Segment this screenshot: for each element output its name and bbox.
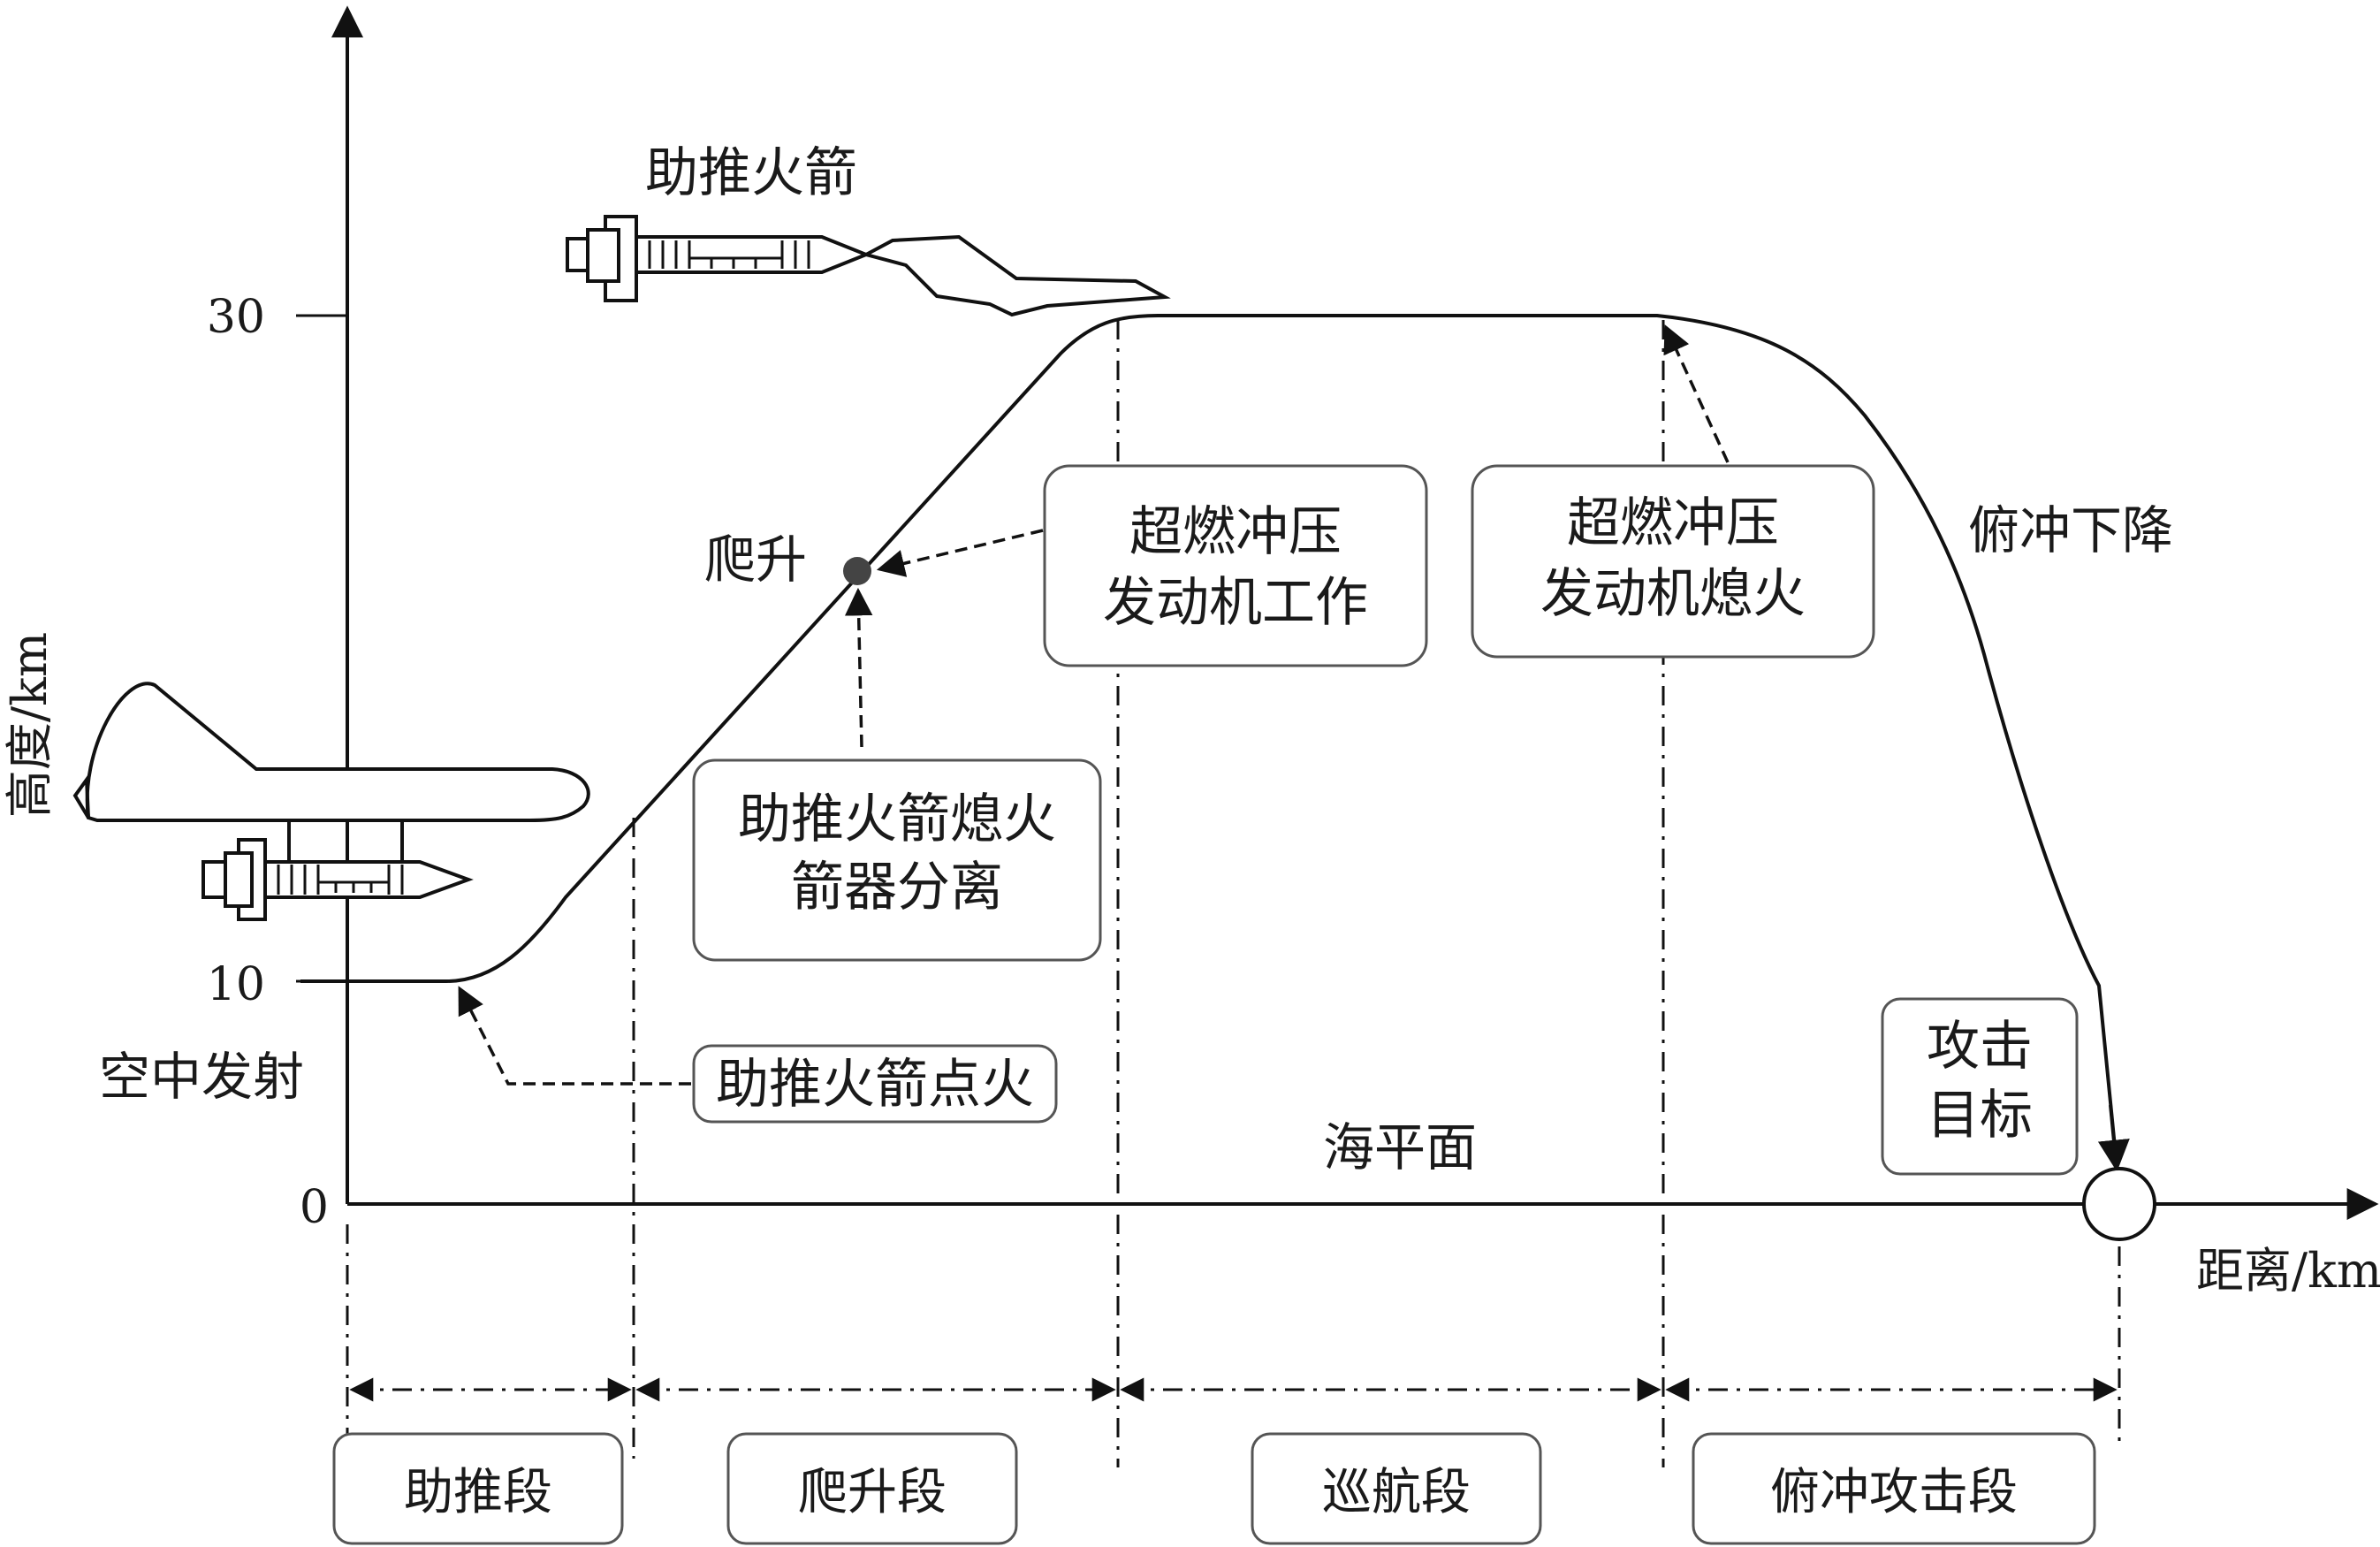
phase-climb: 爬升段 — [726, 1432, 1018, 1545]
phase-climb-label: 爬升段 — [798, 1464, 947, 1521]
y-tick-label-30: 30 — [207, 291, 265, 344]
callout-booster-ignition: 助推火箭点火 — [692, 1044, 1058, 1124]
climb-point — [843, 557, 871, 585]
phase-cruise-label: 巡航段 — [1322, 1464, 1471, 1521]
cruise-vehicle-icon — [861, 234, 1171, 317]
target-marker — [2082, 1167, 2156, 1241]
flight-trajectory — [300, 314, 2118, 1166]
target-line2: 目标 — [1927, 1085, 2033, 1147]
scramjet-off-line1: 超燃冲压 — [1567, 492, 1779, 554]
phase-dive-attack-label: 俯冲攻击段 — [1770, 1464, 2018, 1521]
target-line1: 攻击 — [1927, 1016, 2033, 1078]
scramjet-on-line2: 发动机工作 — [1103, 572, 1368, 634]
sea-level-label: 海平面 — [1323, 1117, 1477, 1177]
phase-boost-label: 助推段 — [404, 1464, 552, 1521]
arrow-scramjet-on — [876, 529, 1044, 577]
climb-label: 爬升 — [704, 530, 807, 590]
y-axis-label: 高度/km — [2, 632, 57, 818]
scramjet-off-line2: 发动机熄火 — [1540, 563, 1806, 625]
booster-ignition-text: 助推火箭点火 — [716, 1054, 1034, 1116]
arrow-scramjet-off — [1663, 324, 1730, 463]
phase-boost: 助推段 — [332, 1432, 624, 1545]
y-tick-label-10: 10 — [207, 958, 265, 1011]
carrier-aircraft-icon — [72, 682, 590, 871]
booster-burnout-line1: 助推火箭熄火 — [738, 789, 1056, 850]
callout-scramjet-off: 超燃冲压 发动机熄火 — [1471, 464, 1875, 659]
dive-label: 俯冲下降 — [1968, 500, 2173, 560]
booster-rocket-label: 助推火箭 — [645, 142, 857, 204]
air-launch-label: 空中发射 — [99, 1047, 304, 1107]
phase-dive-attack: 俯冲攻击段 — [1692, 1432, 2096, 1545]
callout-target: 攻击 目标 — [1881, 997, 2079, 1176]
x-axis-label: 距离/km — [2196, 1243, 2380, 1299]
dive-arrowhead — [2097, 1104, 2130, 1172]
callout-scramjet-on: 超燃冲压 发动机工作 — [1043, 464, 1428, 667]
callout-booster-burnout: 助推火箭熄火 箭器分离 — [692, 758, 1102, 962]
y-tick-label-0: 0 — [300, 1181, 329, 1234]
booster-burnout-line2: 箭器分离 — [791, 857, 1003, 918]
phase-cruise: 巡航段 — [1251, 1432, 1542, 1545]
booster-rocket-icon — [566, 215, 871, 302]
arrow-booster-ignition — [458, 986, 691, 1086]
missile-under-wing-icon — [202, 838, 474, 921]
arrow-booster-burnout — [844, 587, 873, 748]
scramjet-on-line1: 超燃冲压 — [1129, 501, 1342, 563]
